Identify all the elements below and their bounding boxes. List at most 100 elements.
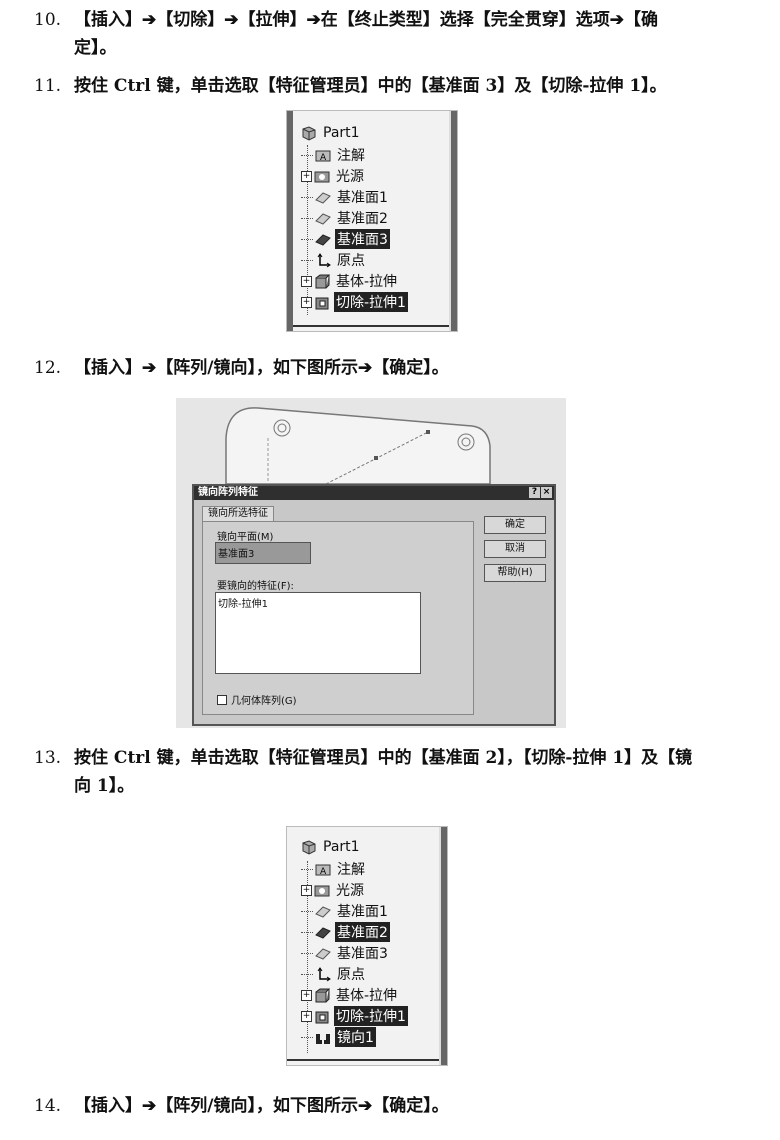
cancel-button[interactable]: 取消 (484, 540, 546, 558)
part-icon (302, 125, 316, 141)
tree-guide-line (307, 145, 308, 315)
tree-border-right (439, 827, 447, 1065)
tree-item-base-extrude[interactable]: + 基体-拉伸 (301, 271, 399, 291)
annotation-folder-icon: A (315, 864, 331, 877)
features-label: 要镜向的特征(F): (217, 581, 294, 592)
tree-item-label: 基准面1 (337, 904, 388, 920)
origin-icon (317, 252, 331, 267)
tree-item-label: 光源 (336, 169, 364, 185)
features-list-item[interactable]: 切除-拉伸1 (218, 599, 268, 610)
step-12: 12.【插入】➔【阵列/镜向】，如下图所示➔【确定】。 (34, 354, 754, 382)
dialog-titlebar[interactable]: 镜向阵列特征 ? × (194, 486, 554, 500)
expand-icon[interactable]: + (301, 884, 312, 896)
tree-item-label: 基准面2 (337, 211, 388, 227)
tree-item-part[interactable]: Part1 (301, 837, 362, 857)
tree-item-label-selected: 切除-拉伸1 (334, 292, 408, 312)
extrude-icon (315, 274, 330, 288)
tree-item-label: Part1 (323, 125, 360, 141)
step-14: 14.【插入】➔【阵列/镜向】，如下图所示➔【确定】。 (34, 1092, 754, 1120)
tree-bottom-border (287, 1059, 439, 1061)
tree-item-plane-3[interactable]: 基准面3 (301, 943, 390, 963)
tab-mirror-selected-features[interactable]: 镜向所选特征 (202, 506, 274, 521)
tree-item-lights[interactable]: + 光源 (301, 166, 366, 186)
plane-icon (315, 212, 331, 225)
tree-item-base-extrude[interactable]: + 基体-拉伸 (301, 985, 399, 1005)
mirror-plane-value: 基准面3 (218, 549, 255, 560)
tab-panel: 镜向平面(M) 基准面3 要镜向的特征(F): 切除-拉伸1 几何体阵列(G) (202, 521, 474, 715)
step-text: 【插入】➔【阵列/镜向】，如下图所示➔【确定】。 (74, 358, 449, 378)
tree-item-label-selected: 基准面3 (335, 229, 390, 249)
tree-item-mirror[interactable]: 镜向1 (301, 1027, 376, 1047)
tree-item-cut-extrude[interactable]: + 切除-拉伸1 (301, 1006, 408, 1026)
tree-item-origin[interactable]: 原点 (301, 250, 367, 270)
svg-text:A: A (320, 153, 327, 163)
step-number: 11. (34, 76, 62, 96)
svg-text:A: A (320, 867, 327, 877)
lights-folder-icon (314, 885, 330, 896)
expand-icon[interactable]: + (301, 275, 312, 287)
cut-extrude-icon (315, 297, 329, 309)
dialog-title: 镜向阵列特征 (198, 487, 258, 498)
tree-item-label-selected: 基准面2 (335, 922, 390, 942)
step-number: 10. (34, 10, 62, 30)
step-11: 11. 按住 Ctrl 键，单击选取【特征管理员】中的【基准面 3】及【切除-拉伸… (34, 72, 754, 100)
plane-icon (315, 233, 331, 246)
step-text: 【插入】➔【切除】➔【拉伸】➔在【终止类型】选择【完全贯穿】选项➔【确 (74, 10, 658, 30)
tree-item-label-selected: 切除-拉伸1 (334, 1006, 408, 1026)
tree-border-left (287, 111, 293, 331)
tree-border-right (449, 111, 457, 331)
mirror-plane-field[interactable]: 基准面3 (215, 542, 311, 564)
tree-item-label: 注解 (337, 862, 365, 878)
mirror-feature-icon (316, 1033, 330, 1044)
close-button[interactable]: × (541, 487, 552, 498)
tree-item-label: 原点 (337, 253, 365, 269)
plane-icon (315, 926, 331, 939)
plane-icon (315, 905, 331, 918)
tree-item-plane-1[interactable]: 基准面1 (301, 901, 390, 921)
step-text: 按住 Ctrl 键，单击选取【特征管理员】中的【基准面 3】及【切除-拉伸 1】… (74, 76, 667, 96)
step-text-continued: 定】。 (74, 38, 117, 58)
tree-item-plane-2[interactable]: 基准面2 (301, 208, 390, 228)
expand-icon[interactable]: + (301, 1010, 312, 1022)
tree-guide-line (307, 861, 308, 1053)
tree-item-plane-3[interactable]: 基准面3 (301, 229, 390, 249)
tree-item-label: 注解 (337, 148, 365, 164)
plane-icon (315, 191, 331, 204)
step-text: 按住 Ctrl 键，单击选取【特征管理员】中的【基准面 2】，【切除-拉伸 1】… (74, 748, 693, 768)
help-button[interactable]: 帮助(H) (484, 564, 546, 582)
expand-icon[interactable]: + (301, 170, 312, 182)
extrude-icon (315, 988, 330, 1002)
mirror-plane-label: 镜向平面(M) (217, 532, 274, 543)
part-icon (302, 839, 316, 855)
tree-item-part[interactable]: Part1 (301, 123, 362, 143)
feature-manager-tree-1: Part1 A 注解 + 光源 基准面1 基准面2 基准面3 原点 + 基体-拉… (286, 110, 458, 332)
expand-icon[interactable]: + (301, 989, 312, 1001)
tree-item-plane-1[interactable]: 基准面1 (301, 187, 390, 207)
plane-icon (315, 947, 331, 960)
tree-item-annotations[interactable]: A 注解 (301, 859, 367, 879)
tree-item-label: 基准面1 (337, 190, 388, 206)
expand-icon[interactable]: + (301, 296, 312, 308)
features-list[interactable]: 切除-拉伸1 (215, 592, 421, 674)
geometry-pattern-checkbox[interactable] (217, 694, 227, 705)
feature-manager-tree-2: Part1 A 注解 + 光源 基准面1 基准面2 基准面3 原点 + 基体-拉… (286, 826, 448, 1066)
geometry-pattern-option[interactable]: 几何体阵列(G) (217, 692, 297, 707)
help-title-button[interactable]: ? (529, 487, 540, 498)
cut-extrude-icon (315, 1011, 329, 1023)
step-number: 13. (34, 748, 62, 768)
step-13: 13. 按住 Ctrl 键，单击选取【特征管理员】中的【基准面 2】，【切除-拉伸… (34, 744, 754, 800)
tree-item-label: 基体-拉伸 (336, 274, 398, 290)
tree-item-label: 原点 (337, 967, 365, 983)
tree-item-origin[interactable]: 原点 (301, 964, 367, 984)
tree-item-plane-2[interactable]: 基准面2 (301, 922, 390, 942)
tree-item-lights[interactable]: + 光源 (301, 880, 366, 900)
tree-item-annotations[interactable]: A 注解 (301, 145, 367, 165)
part-sketch-graphic (225, 407, 491, 485)
mirror-pattern-dialog: 镜向阵列特征 ? × 镜向所选特征 镜向平面(M) 基准面3 要镜向的特征(F)… (192, 484, 556, 726)
step-text-continued: 向 1】。 (74, 776, 135, 796)
step-10: 10. 【插入】➔【切除】➔【拉伸】➔在【终止类型】选择【完全贯穿】选项➔【确 定… (34, 6, 754, 62)
tree-item-label: 光源 (336, 883, 364, 899)
ok-button[interactable]: 确定 (484, 516, 546, 534)
tree-item-cut-extrude[interactable]: + 切除-拉伸1 (301, 292, 408, 312)
lights-folder-icon (314, 171, 330, 182)
